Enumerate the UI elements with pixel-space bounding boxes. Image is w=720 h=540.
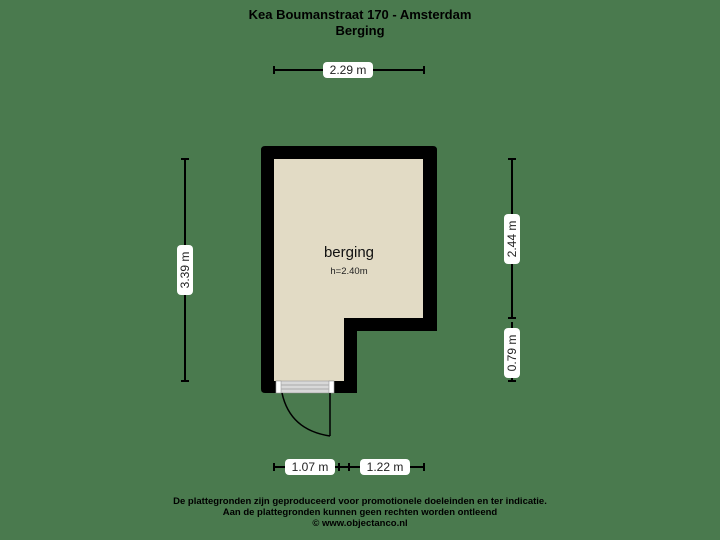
- dimension-label-right-lower: 0.79 m: [504, 328, 520, 378]
- room-height-label: h=2.40m: [330, 266, 368, 277]
- dimension-label-top: 2.29 m: [323, 62, 373, 78]
- plan-subtitle: Berging: [335, 23, 385, 38]
- dimension-label-left: 3.39 m: [177, 245, 193, 295]
- disclaimer-line-1: De plattegronden zijn geproduceerd voor …: [173, 496, 547, 507]
- door-frame: [275, 380, 335, 394]
- room-name-label: berging: [323, 244, 375, 261]
- disclaimer-line-2: Aan de plattegronden kunnen geen rechten…: [222, 507, 498, 518]
- dimension-label-bottom-left: 1.07 m: [285, 459, 335, 475]
- room-floor: [274, 159, 423, 381]
- plan-title: Kea Boumanstraat 170 - Amsterdam: [248, 7, 472, 22]
- copyright-line: © www.objectanco.nl: [312, 518, 408, 529]
- door-swing-icon: [281, 392, 331, 437]
- dimension-label-bottom-right: 1.22 m: [360, 459, 410, 475]
- dimension-label-right-upper: 2.44 m: [504, 214, 520, 264]
